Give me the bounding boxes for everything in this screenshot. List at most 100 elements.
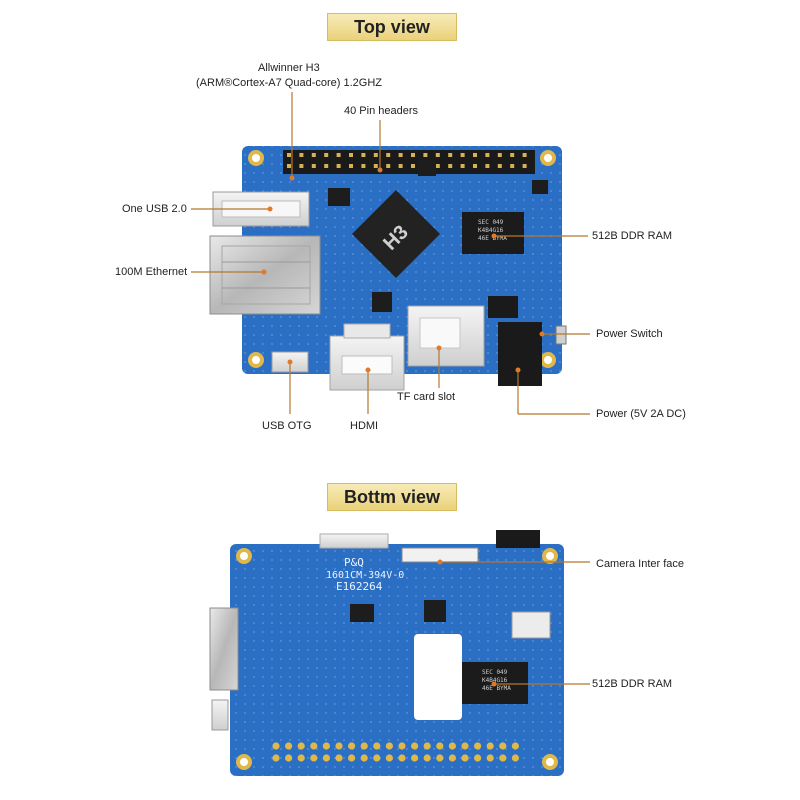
header-hole [322,754,330,762]
header-hole [385,754,393,762]
header-pin [287,164,291,168]
header-pin [448,164,453,168]
header-hole [360,742,368,750]
header-pin [324,153,329,157]
header-hole [385,742,393,750]
header-hole [423,742,431,750]
header-hole [461,754,469,762]
header-pin [435,164,440,168]
hdmi-label: HDMI [350,420,379,432]
header-hole [360,754,368,762]
top-view-title: Top view [327,13,457,41]
header-pin [386,153,391,157]
header-hole [474,754,482,762]
header-hole [474,742,482,750]
top-board: H3 SEC 049 K4B4G16 46E BYMA [209,146,567,391]
header-hole [285,742,293,750]
header-hole [310,754,318,762]
header-pin [336,164,341,168]
header-hole [272,742,280,750]
header-hole [499,754,507,762]
header-pin [398,164,403,168]
header-hole [448,754,456,762]
header-hole [461,742,469,750]
header-pin [473,153,477,157]
mounting-holes [248,150,556,368]
bottom-view-title: Bottm view [327,483,457,511]
header-pin [411,164,415,168]
bottom-leader-dots [437,559,497,687]
ethernet-port [209,235,321,315]
header-hole [423,754,431,762]
ram-label-bottom: 512B DDR RAM [592,678,673,690]
svg-text:SEC 049: SEC 049 [478,219,504,226]
header-pin [497,153,502,157]
header-pin [386,164,391,168]
header-pin [522,153,527,157]
pin-header-top [283,150,535,174]
header-pin [522,164,527,168]
header-pin [448,153,453,157]
header-pin [349,164,353,168]
header-hole [285,754,293,762]
header-hole [398,754,406,762]
header-pin [423,153,428,157]
camera-label: Camera Inter face [596,558,685,570]
header-hole [486,754,494,762]
svg-text:46E BYMA: 46E BYMA [478,235,507,242]
power-jack [488,296,542,386]
header-hole [310,742,318,750]
header-pin [510,153,515,157]
cpu-label-line2: (ARM®Cortex-A7 Quad-core) 1.2GHZ [196,77,382,89]
header-hole [436,754,444,762]
header-hole [436,742,444,750]
hdmi-port [329,323,405,391]
header-hole [398,742,406,750]
header-hole [499,742,507,750]
usb-otg-label: USB OTG [262,420,312,432]
header-pin [373,164,378,168]
top-leader-lines [191,92,590,415]
header-hole [411,754,419,762]
svg-text:K4B4G16: K4B4G16 [482,677,508,684]
header-hole [335,754,343,762]
header-pin [299,153,304,157]
usb-label: One USB 2.0 [122,203,187,215]
header-pin [411,153,415,157]
header-pin [398,153,403,157]
cpu-chip: H3 [352,190,440,278]
power-switch-label: Power Switch [596,328,663,340]
ram-label-top: 512B DDR RAM [592,230,673,242]
header-hole [511,742,519,750]
header-pin [311,164,316,168]
pin-headers-label: 40 Pin headers [344,105,418,117]
header-pin [336,153,341,157]
pin-holes-bottom [272,742,519,762]
cpu-label-line1: Allwinner H3 [258,62,320,74]
tf-slot-label: TF card slot [397,391,456,403]
header-pin [361,164,366,168]
svg-text:SEC 049: SEC 049 [482,669,508,676]
silk-brand: P&Q [344,556,364,569]
header-hole [373,742,381,750]
bottom-board: SEC 049 K4B4G16 46E BYMA P&Q 1601CM-394V… [209,530,564,776]
header-pin [287,153,291,157]
ethernet-label: 100M Ethernet [115,266,188,278]
header-pin [497,164,502,168]
power-label: Power (5V 2A DC) [596,408,686,420]
header-hole [348,754,356,762]
header-pin [460,153,465,157]
header-pin [460,164,465,168]
tf-card-slot [407,305,485,367]
header-pin [349,153,353,157]
header-pin [510,164,515,168]
header-hole [322,742,330,750]
header-hole [297,754,305,762]
top-leader-dots [261,167,545,373]
silk-model: 1601CM-394V-0 [326,570,404,581]
header-hole [448,742,456,750]
header-pin [485,164,490,168]
header-hole [511,754,519,762]
silk-serial: E162264 [336,580,383,593]
